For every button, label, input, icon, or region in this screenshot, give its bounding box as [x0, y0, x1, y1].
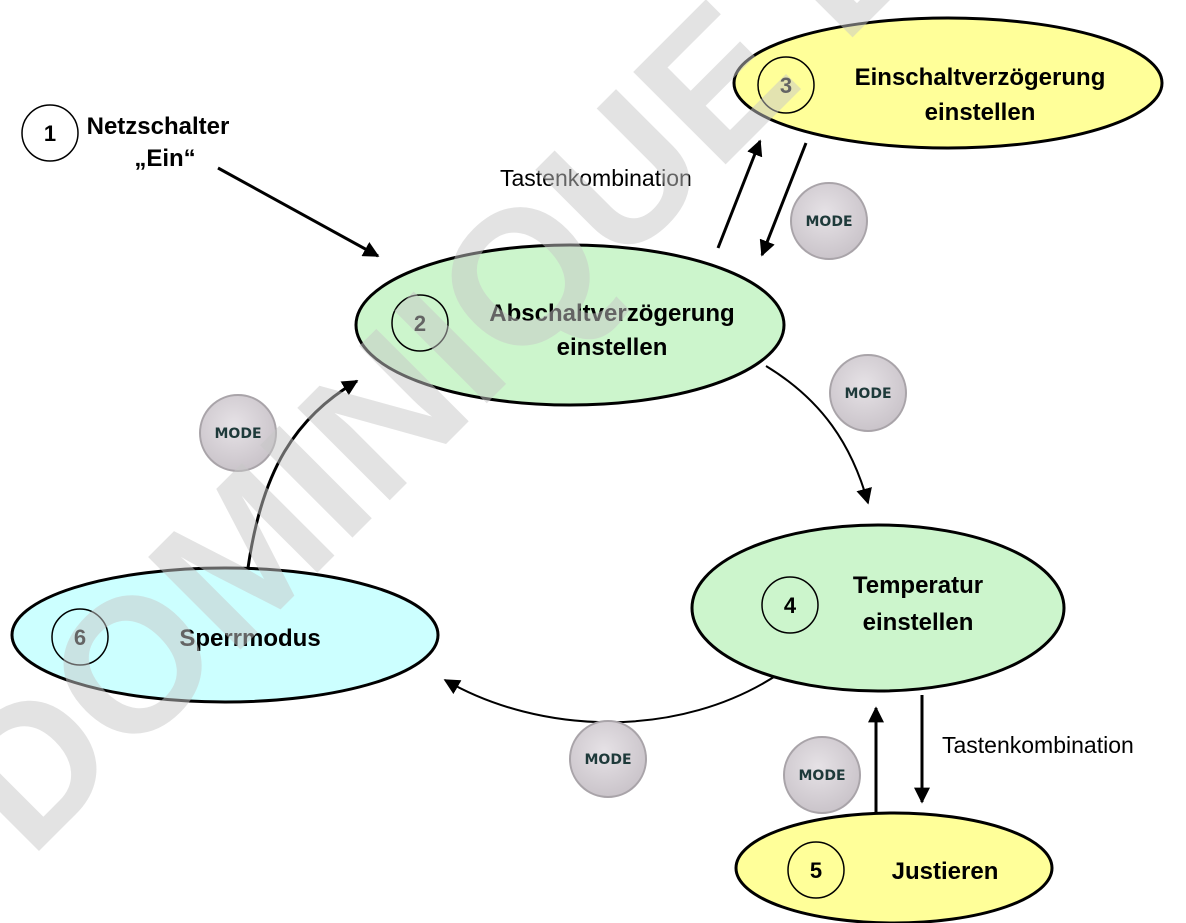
mode-button-to-abschalt[interactable]: MODE	[199, 394, 277, 472]
state-3-line1: Einschaltverzögerung	[855, 64, 1106, 91]
arrow-sperr-to-abschalt	[246, 379, 359, 569]
arrow-start-to-abschalt	[217, 166, 380, 258]
start-number: 1	[44, 121, 56, 146]
mode-button-to-temperatur[interactable]: MODE	[829, 354, 907, 432]
start-label-line2: „Ein“	[134, 145, 195, 172]
state-4-number: 4	[784, 593, 797, 618]
mode-button-label: MODE	[805, 214, 852, 230]
state-3-line2: einstellen	[925, 99, 1036, 126]
arrow-abschalt-to-einschalt	[716, 139, 763, 249]
arrow-abschalt-to-temperatur	[765, 365, 872, 505]
state-5-line1: Justieren	[892, 858, 999, 885]
mode-button-label: MODE	[214, 426, 261, 442]
label-tastenkombination-right: Tastenkombination	[942, 732, 1134, 758]
state-2-line2: einstellen	[557, 334, 668, 361]
state-2-number: 2	[414, 311, 426, 336]
state-3-number: 3	[780, 73, 792, 98]
state-2-line1: Abschaltverzögerung	[489, 300, 734, 327]
start-label-line1: Netzschalter	[87, 113, 230, 140]
state-4-line2: einstellen	[863, 609, 974, 636]
arrow-einschalt-to-abschalt	[759, 142, 808, 257]
state-sperrmodus: 6 Sperrmodus	[10, 566, 440, 704]
arrow-temperatur-to-sperr	[443, 672, 781, 724]
mode-button-to-sperrmodus[interactable]: MODE	[569, 720, 647, 798]
state-6-line1: Sperrmodus	[179, 625, 320, 652]
start-node: 1 Netzschalter „Ein“	[21, 104, 230, 172]
state-4-line1: Temperatur	[853, 572, 983, 599]
state-abschaltverzoegerung: 2 Abschaltverzögerung einstellen	[354, 243, 786, 407]
mode-button-label: MODE	[844, 386, 891, 402]
state-6-number: 6	[74, 625, 86, 650]
label-tastenkombination-top: Tastenkombination	[500, 165, 692, 191]
mode-button-label: MODE	[584, 752, 631, 768]
state-5-number: 5	[810, 858, 822, 883]
state-justieren: 5 Justieren	[734, 811, 1054, 923]
mode-button-einschalt-return[interactable]: MODE	[790, 182, 868, 260]
mode-button-label: MODE	[798, 768, 845, 784]
state-einschaltverzoegerung: 3 Einschaltverzögerung einstellen	[732, 16, 1164, 150]
mode-button-justieren-return[interactable]: MODE	[783, 736, 861, 814]
state-temperatur: 4 Temperatur einstellen	[690, 523, 1066, 693]
